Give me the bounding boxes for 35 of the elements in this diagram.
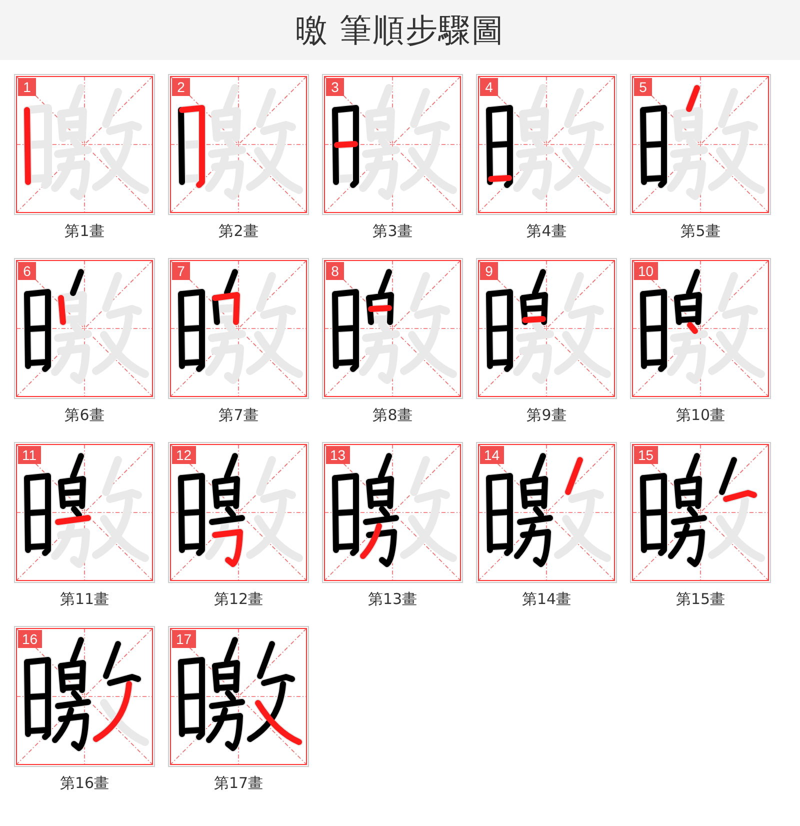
step-number: 8 <box>326 262 344 280</box>
step-number: 14 <box>480 446 504 464</box>
step-caption: 第14畫 <box>522 590 572 608</box>
step-number: 1 <box>18 78 36 96</box>
step-caption: 第12畫 <box>214 590 264 608</box>
step-caption: 第3畫 <box>372 222 412 240</box>
step-caption: 第2畫 <box>218 222 258 240</box>
step-number: 4 <box>480 78 498 96</box>
step-number: 3 <box>326 78 344 96</box>
step-number: 13 <box>326 446 350 464</box>
step-number: 16 <box>18 630 42 648</box>
step-number: 10 <box>634 262 658 280</box>
step-number: 17 <box>172 630 196 648</box>
step-caption: 第5畫 <box>680 222 720 240</box>
step-caption: 第11畫 <box>60 590 110 608</box>
step-number: 5 <box>634 78 652 96</box>
step-number: 12 <box>172 446 196 464</box>
step-number: 9 <box>480 262 498 280</box>
step-caption: 第1畫 <box>64 222 104 240</box>
step-caption: 第13畫 <box>368 590 418 608</box>
step-number: 2 <box>172 78 190 96</box>
step-caption: 第4畫 <box>526 222 566 240</box>
step-caption: 第6畫 <box>64 406 104 424</box>
step-caption: 第15畫 <box>676 590 726 608</box>
step-number: 11 <box>18 446 41 464</box>
step-number: 15 <box>634 446 658 464</box>
step-caption: 第9畫 <box>526 406 566 424</box>
step-caption: 第7畫 <box>218 406 258 424</box>
step-number: 6 <box>18 262 36 280</box>
step-caption: 第16畫 <box>60 774 110 792</box>
page-title: 曒 筆順步驟圖 <box>295 10 505 50</box>
step-number: 7 <box>172 262 190 280</box>
step-caption: 第8畫 <box>372 406 412 424</box>
step-caption: 第17畫 <box>214 774 264 792</box>
step-caption: 第10畫 <box>676 406 726 424</box>
